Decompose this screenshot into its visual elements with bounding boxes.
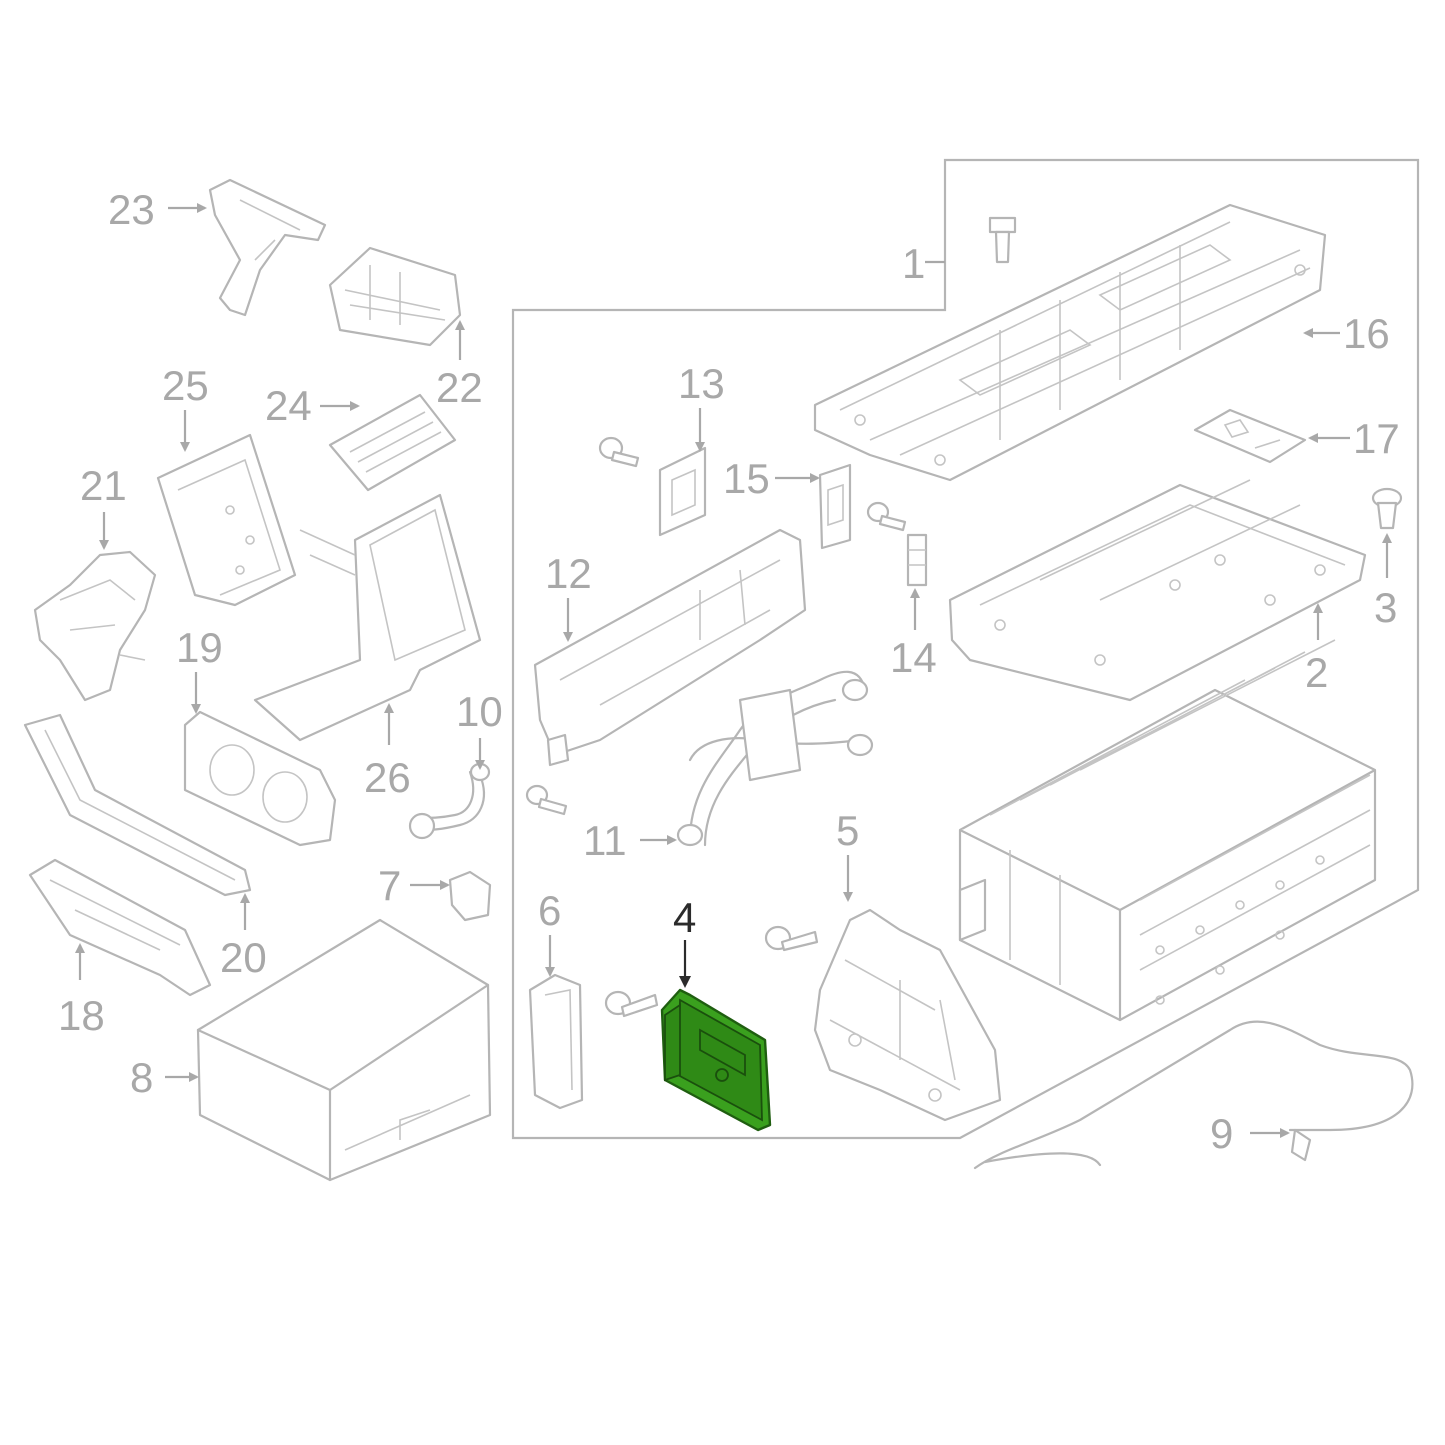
part-23-bracket bbox=[208, 178, 327, 317]
part-13-bracket bbox=[658, 446, 707, 537]
callout-3: 3 bbox=[1374, 584, 1397, 631]
part-9-harness bbox=[973, 1020, 1414, 1170]
callout-12: 12 bbox=[545, 550, 592, 597]
part-22-connector bbox=[328, 246, 462, 347]
part-12-bracket bbox=[533, 528, 807, 767]
part-bolt-4 bbox=[604, 990, 659, 1018]
callout-25: 25 bbox=[162, 362, 209, 409]
part-10-hose bbox=[408, 762, 491, 840]
part-21-housing bbox=[33, 550, 157, 702]
callout-4-highlighted: 4 bbox=[673, 894, 696, 941]
callout-9: 9 bbox=[1210, 1110, 1233, 1157]
part-6-cover bbox=[528, 973, 584, 1110]
callout-23: 23 bbox=[108, 186, 155, 233]
part-bolt-12 bbox=[525, 784, 568, 816]
part-5-junction-box bbox=[813, 908, 1002, 1122]
part-8-box bbox=[196, 918, 492, 1182]
part-19-console bbox=[183, 710, 337, 847]
part-17-label bbox=[1193, 408, 1307, 464]
callout-15: 15 bbox=[723, 455, 770, 502]
part-25-module bbox=[156, 433, 297, 607]
part-26-frame bbox=[253, 493, 482, 742]
callout-6: 6 bbox=[538, 887, 561, 934]
callout-13: 13 bbox=[678, 360, 725, 407]
callout-leaders bbox=[75, 203, 1392, 1138]
callout-18: 18 bbox=[58, 992, 105, 1039]
callout-5: 5 bbox=[836, 807, 859, 854]
part-bolt-13 bbox=[598, 436, 640, 468]
assembly-boundary bbox=[511, 158, 1420, 1140]
callout-20: 20 bbox=[220, 934, 267, 981]
part-bolt-15 bbox=[866, 501, 907, 532]
part-7-sensor bbox=[448, 870, 492, 922]
part-bolt-5 bbox=[764, 925, 819, 952]
callout-21: 21 bbox=[80, 462, 127, 509]
callout-2: 2 bbox=[1305, 649, 1328, 696]
callout-22: 22 bbox=[436, 364, 483, 411]
part-24-plate bbox=[328, 393, 457, 492]
part-4-control-module bbox=[660, 988, 772, 1132]
callout-10: 10 bbox=[456, 688, 503, 735]
callout-1: 1 bbox=[902, 240, 925, 287]
part-20-duct bbox=[23, 713, 252, 897]
callout-11: 11 bbox=[583, 817, 627, 864]
part-3-bolt bbox=[1371, 487, 1403, 530]
part-battery-pack bbox=[958, 639, 1377, 1022]
part-16-upper-tray bbox=[813, 203, 1327, 482]
part-11-hoses bbox=[676, 670, 874, 847]
callout-8: 8 bbox=[130, 1054, 153, 1101]
part-15-clip bbox=[818, 463, 852, 550]
part-2-cover bbox=[948, 479, 1367, 702]
part-14-sensor bbox=[906, 533, 928, 587]
part-18-trim bbox=[28, 858, 212, 997]
callout-19: 19 bbox=[176, 624, 223, 671]
callout-16: 16 bbox=[1343, 310, 1390, 357]
callout-24: 24 bbox=[265, 382, 312, 429]
part-bolt-top bbox=[988, 216, 1017, 264]
callout-17: 17 bbox=[1353, 415, 1400, 462]
callout-7: 7 bbox=[378, 862, 401, 909]
callout-26: 26 bbox=[364, 754, 411, 801]
callout-14: 14 bbox=[890, 634, 937, 681]
